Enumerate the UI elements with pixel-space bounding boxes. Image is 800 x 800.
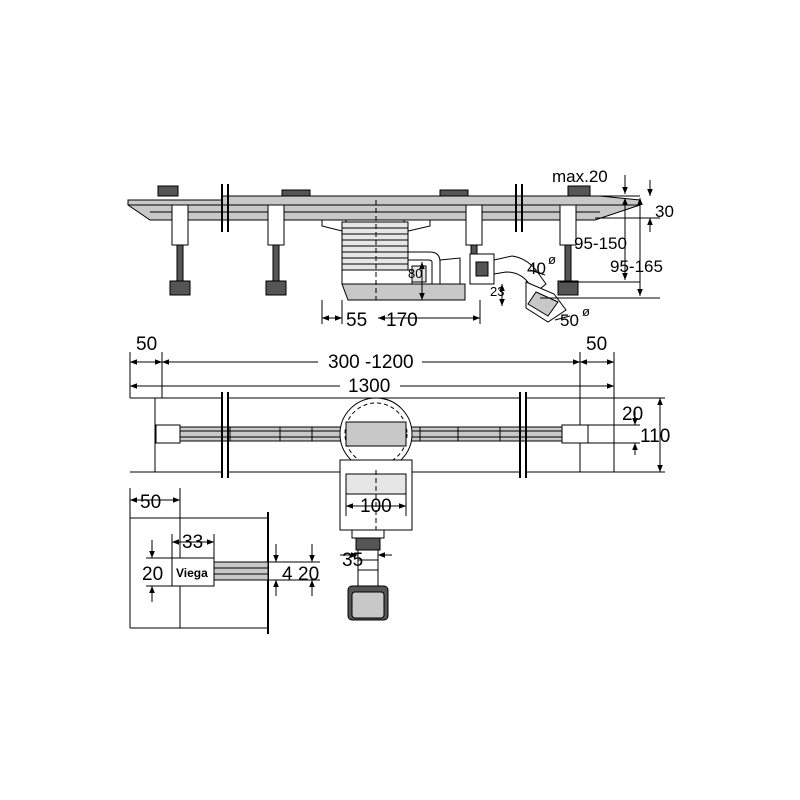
adjustable-foot [557,204,579,296]
dim-30: 30 [655,202,674,221]
dim-50-left: 50 [136,334,157,355]
end-cap-left [157,185,179,197]
side-view: max.20 30 95-150 95-165 80 40 ø 50 ø 23 … [127,167,674,331]
dim-4: 4 [282,564,293,585]
brand-label: Viega [176,566,208,580]
dimensions-detail [129,488,320,602]
diameter-symbol-50: ø [582,304,590,319]
dim-170: 170 [386,310,418,331]
drain-body [321,200,567,323]
dim-40: 40 [527,259,546,278]
dim-50-detail: 50 [140,492,161,513]
dim-23: 23 [490,284,504,299]
dim-95-150: 95-150 [574,234,627,253]
dim-100: 100 [360,496,392,517]
dim-55: 55 [346,310,367,331]
dim-33: 33 [182,532,203,553]
dimensions-side [321,175,660,324]
top-view: 50 300 -1200 50 1300 20 110 100 35 [129,334,670,621]
drain-top [339,397,413,621]
end-cap-right [567,185,591,197]
dim-50-outlet: 50 [560,311,579,330]
adjustable-foot [265,204,287,296]
dim-max-20: max.20 [552,167,608,186]
dim-20-top: 20 [622,404,643,425]
viega-badge [171,557,215,587]
dim-35: 35 [342,550,363,571]
dim-95-165: 95-165 [610,257,663,276]
diameter-symbol-40: ø [548,252,556,267]
dim-300-1200: 300 -1200 [328,352,414,373]
detail-view: Viega 50 33 20 4 20 [129,488,320,634]
dim-80: 80 [408,266,422,281]
dim-20-detail-left: 20 [142,564,163,585]
dim-1300: 1300 [348,376,390,397]
dim-20-detail-right: 20 [298,564,319,585]
dim-50-right: 50 [586,334,607,355]
dim-110: 110 [640,426,670,447]
dimensions-top [129,352,665,558]
adjustable-foot [169,204,191,296]
